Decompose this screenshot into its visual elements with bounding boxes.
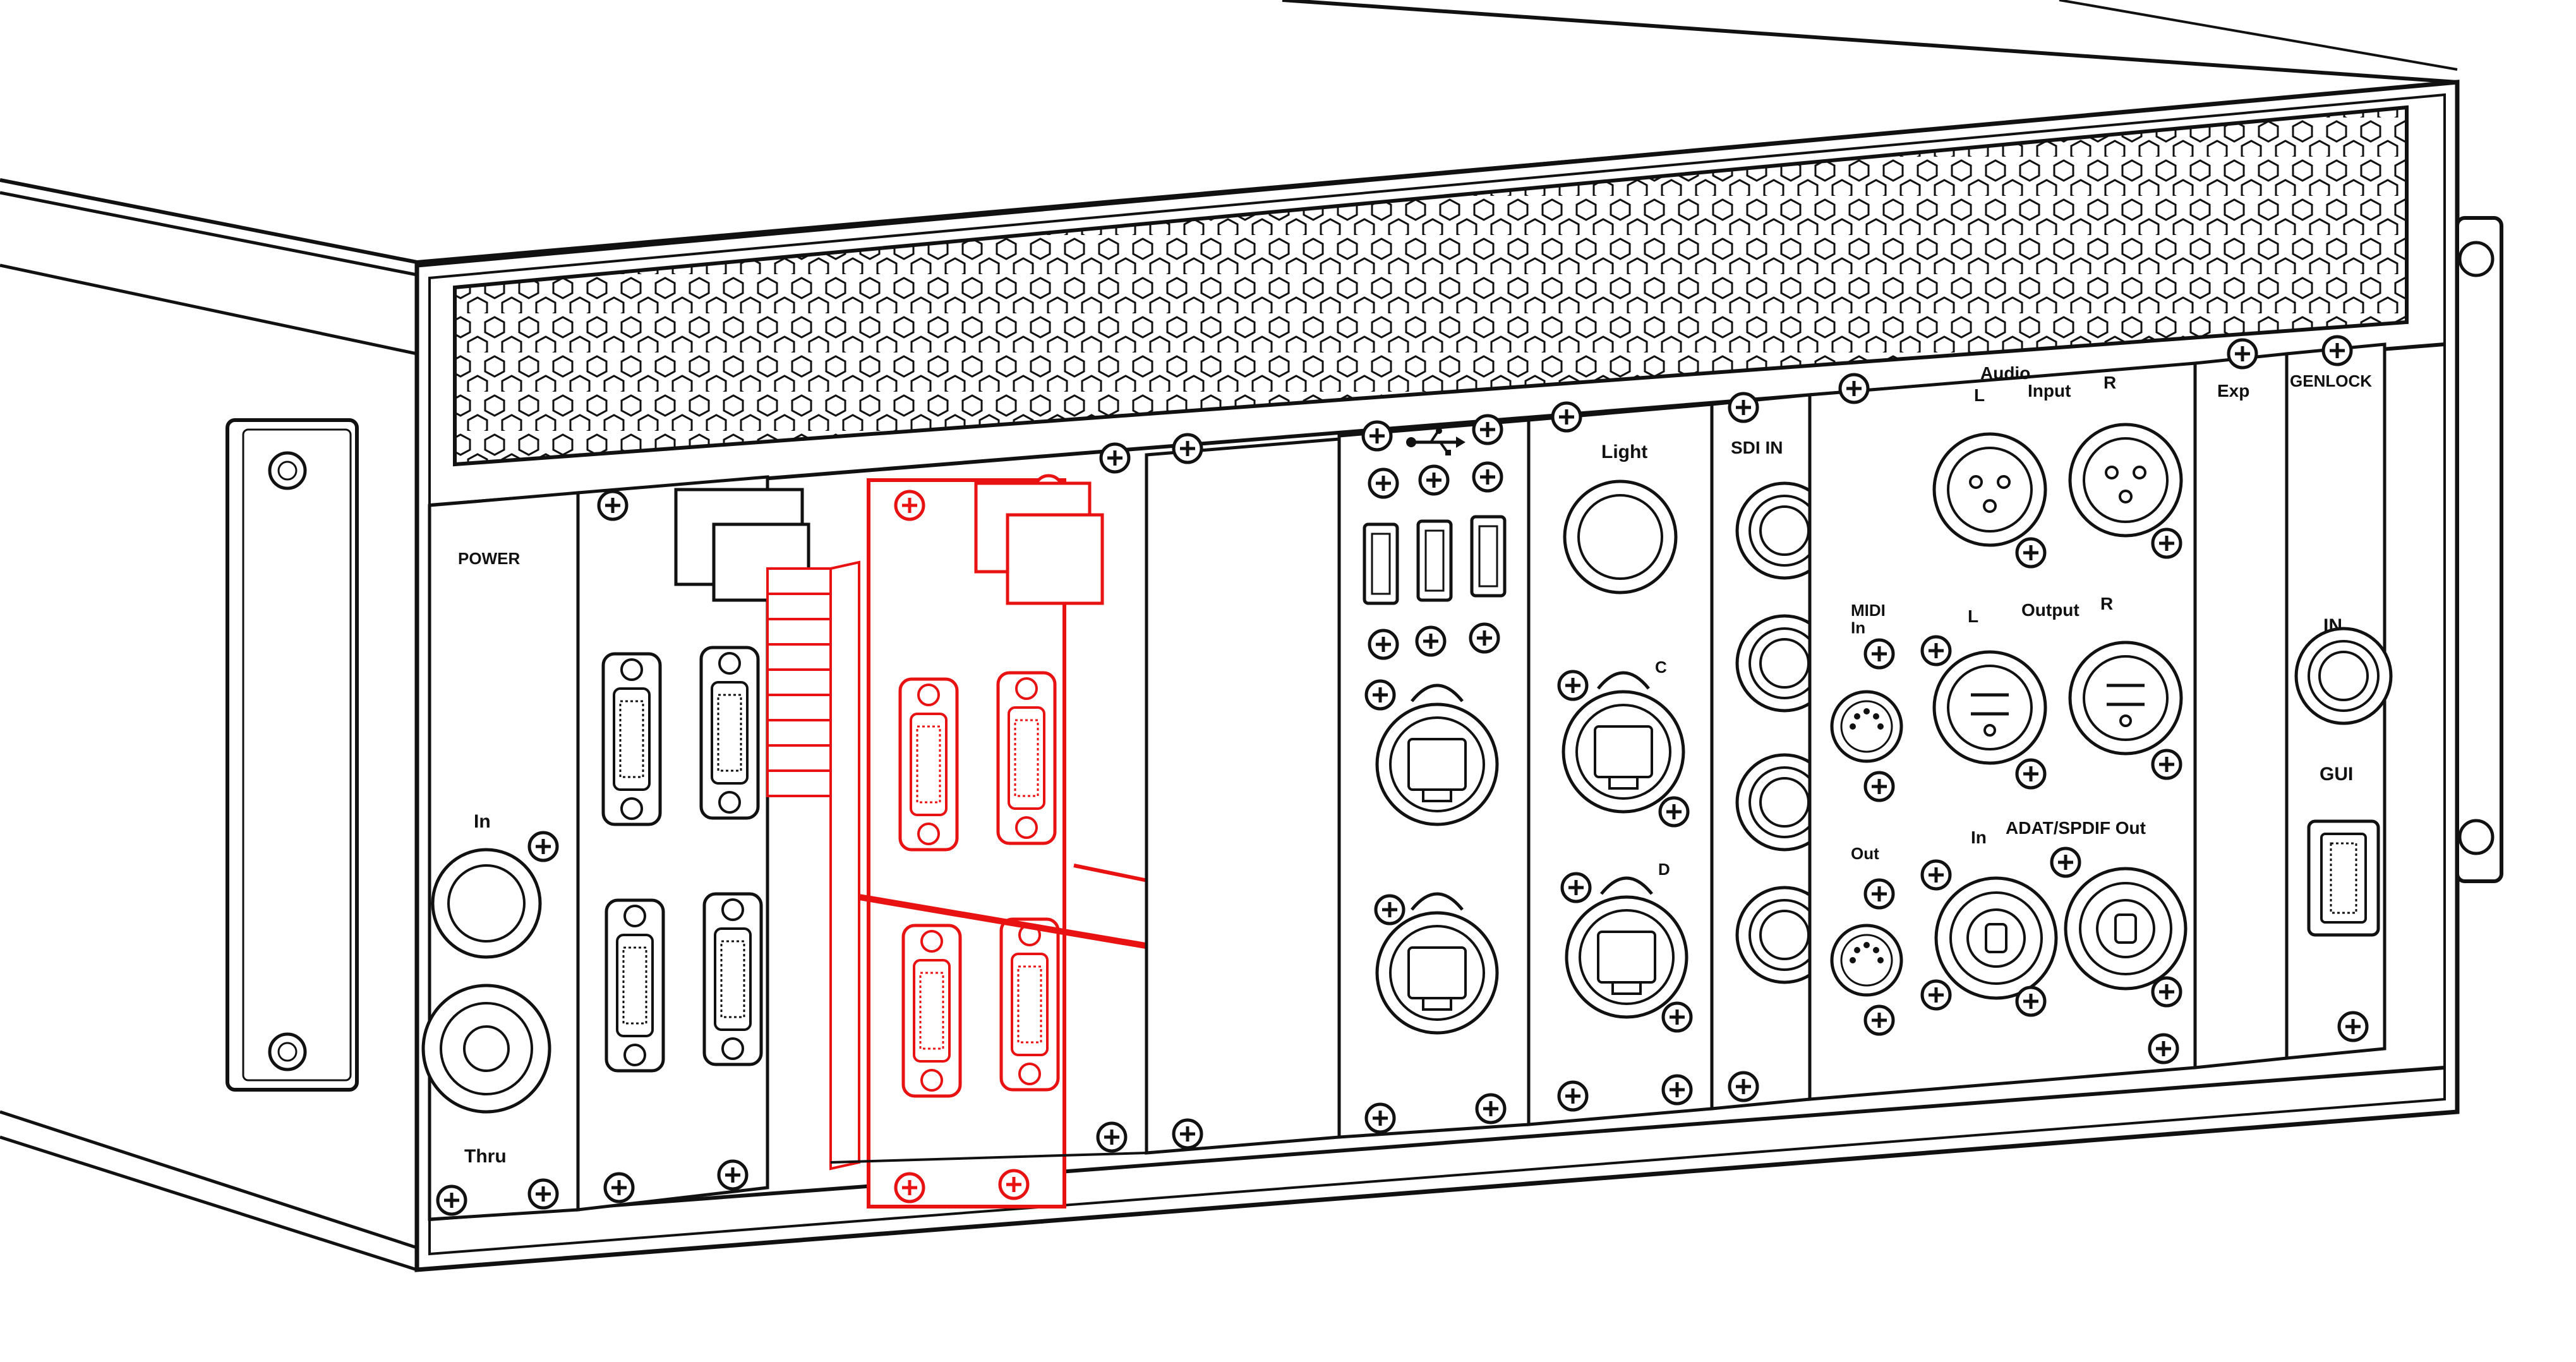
exp-title: Exp (2217, 381, 2249, 401)
optical-in-port[interactable] (1936, 878, 2056, 998)
xlr-input-right[interactable] (2070, 425, 2181, 536)
midi-out-port[interactable] (1832, 925, 1901, 995)
audio-title: Audio (1980, 363, 2030, 383)
dvi-connector-highlighted (1001, 919, 1058, 1090)
light-port-c-label: C (1655, 658, 1667, 677)
audio-in-l-label: L (1974, 385, 1985, 405)
dvi-connector[interactable] (603, 654, 660, 824)
dvi-connector-highlighted (998, 673, 1055, 843)
light-port-d-label: D (1658, 860, 1670, 879)
adat-spdif-label: ADAT/SPDIF Out (2006, 818, 2146, 838)
audio-input-label: Input (2028, 381, 2071, 401)
light-title: Light (1601, 442, 1647, 462)
adat-in-label: In (1971, 828, 1987, 847)
usb-port[interactable] (1363, 522, 1399, 605)
xlr-output-left[interactable] (1934, 652, 2045, 763)
usb-icon (1406, 428, 1466, 455)
gui-label: GUI (2320, 764, 2353, 785)
dvi-connector-highlighted (903, 925, 960, 1096)
highlighted-dvi-card[interactable] (766, 476, 1104, 1208)
power-title: POWER (458, 549, 520, 568)
optical-out-port[interactable] (2066, 869, 2186, 989)
dvi-connector[interactable] (606, 900, 663, 1071)
audio-out-l-label: L (1968, 606, 1978, 626)
audio-in-r-label: R (2104, 373, 2116, 392)
light-module: Light C D (1527, 403, 1714, 1126)
dvi-connector[interactable] (701, 648, 758, 818)
midi-out-label: Out (1851, 844, 1879, 863)
rack-ear-right (2455, 216, 2503, 883)
power-thru-label: Thru (464, 1146, 507, 1167)
rack-ear-left (226, 418, 359, 1092)
dvi-connector-highlighted (900, 679, 957, 850)
sdi-in-module: SDI IN (1710, 394, 1832, 1111)
exp-module: Exp (2193, 340, 2289, 1070)
usb-port[interactable] (1416, 519, 1453, 602)
usb-network-module (1337, 416, 1531, 1139)
heatsink (766, 567, 832, 797)
audio-out-r-label: R (2100, 594, 2113, 613)
xlr-output-right[interactable] (2070, 642, 2181, 754)
genlock-bnc-in[interactable] (2296, 629, 2391, 723)
xlr-input-left[interactable] (1934, 434, 2045, 545)
genlock-module: GENLOCK IN GUI (2285, 337, 2391, 1060)
power-module: POWER In Thru (421, 491, 580, 1221)
sdi-title: SDI IN (1731, 438, 1783, 457)
usb-port[interactable] (1470, 515, 1507, 598)
light-connector[interactable] (1563, 479, 1678, 594)
midi-in-port[interactable] (1832, 692, 1901, 761)
dvi-connector[interactable] (704, 894, 761, 1064)
genlock-title: GENLOCK (2290, 371, 2372, 390)
power-in-label: In (474, 811, 491, 832)
gui-hdmi-port[interactable] (2307, 819, 2380, 937)
audio-output-label: Output (2021, 600, 2079, 620)
